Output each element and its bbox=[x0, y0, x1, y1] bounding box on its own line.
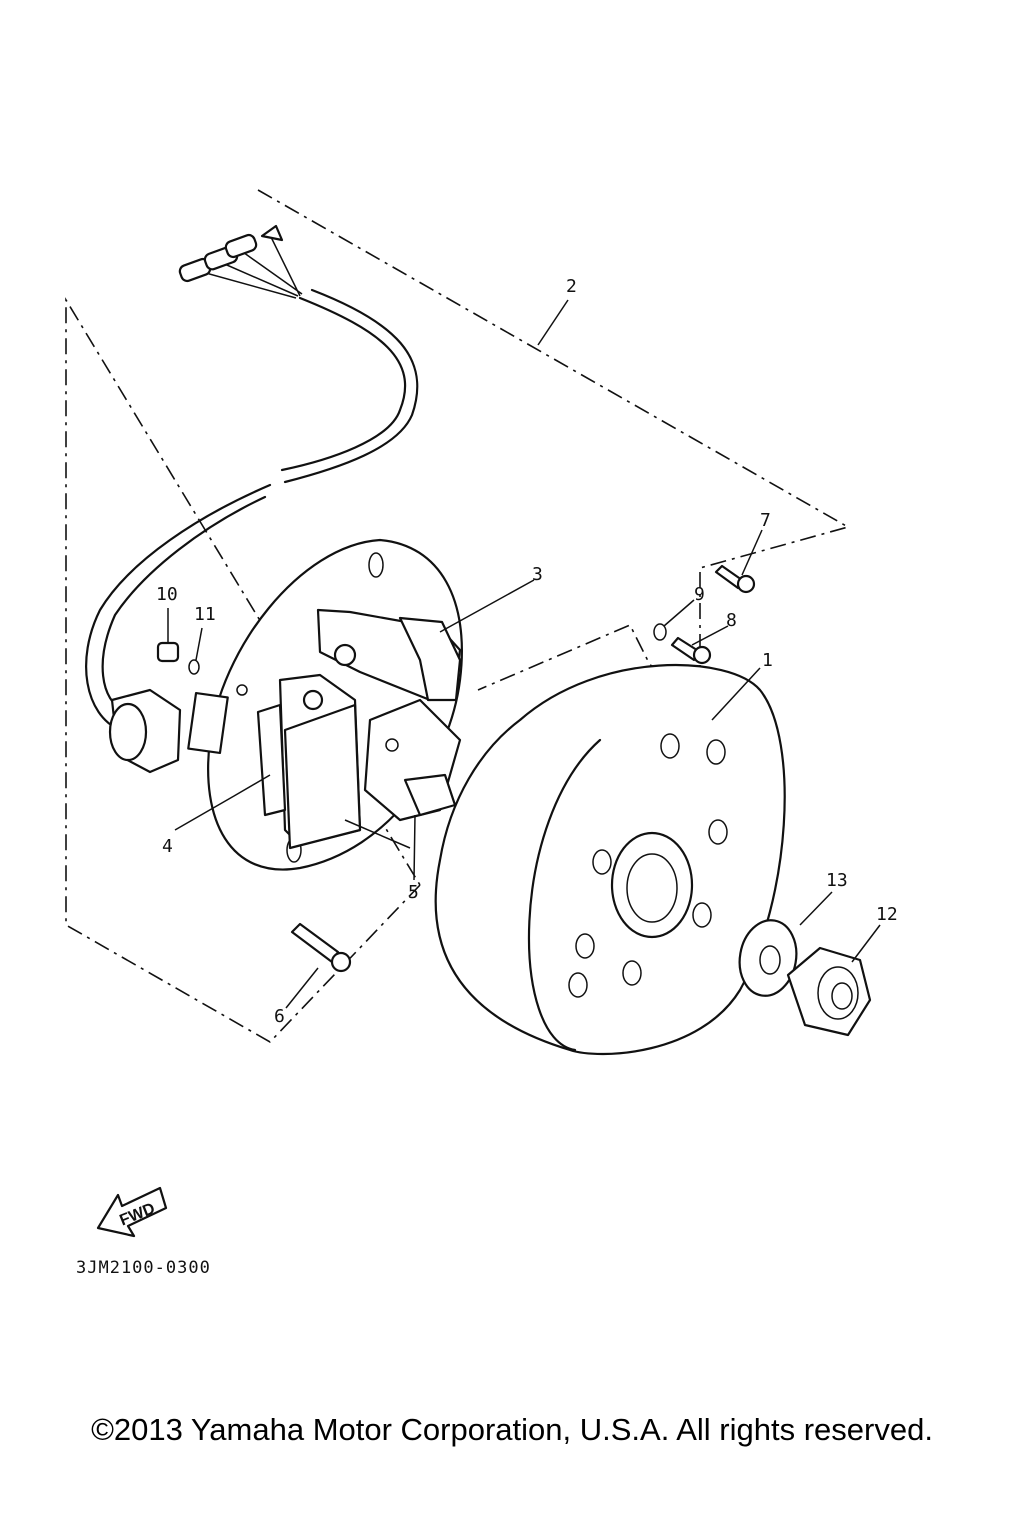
screw-7 bbox=[714, 564, 756, 594]
callout-4: 4 bbox=[162, 836, 173, 857]
callout-2: 2 bbox=[566, 276, 577, 297]
screw-8 bbox=[670, 636, 712, 665]
forward-arrow-icon: FWD bbox=[96, 1186, 168, 1238]
callout-9: 9 bbox=[694, 584, 705, 605]
callout-12: 12 bbox=[876, 904, 898, 925]
washer-9 bbox=[653, 623, 667, 641]
washer-13 bbox=[738, 919, 798, 997]
callout-13: 13 bbox=[826, 870, 848, 891]
callout-6: 6 bbox=[274, 1006, 285, 1027]
callout-7: 7 bbox=[760, 510, 771, 531]
wire-harness bbox=[85, 224, 419, 774]
diagram-code: 3JM2100-0300 bbox=[76, 1258, 211, 1278]
screw-10 bbox=[156, 641, 180, 663]
callout-10: 10 bbox=[156, 584, 178, 605]
callout-5: 5 bbox=[408, 882, 419, 903]
callout-1: 1 bbox=[762, 650, 773, 671]
charging-coil-4 bbox=[256, 673, 362, 850]
washer-11 bbox=[188, 659, 200, 675]
flywheel-rotor bbox=[434, 664, 786, 1056]
source-coil-3 bbox=[316, 608, 462, 702]
copyright-notice: ©2013 Yamaha Motor Corporation, U.S.A. A… bbox=[91, 1412, 933, 1447]
callout-8: 8 bbox=[726, 610, 737, 631]
callout-3: 3 bbox=[532, 564, 543, 585]
flange-nut-12 bbox=[786, 946, 872, 1037]
pickup-coil-5 bbox=[363, 698, 462, 822]
leader-lines bbox=[167, 299, 881, 1009]
screw-6 bbox=[290, 922, 352, 973]
callout-11: 11 bbox=[194, 604, 216, 625]
